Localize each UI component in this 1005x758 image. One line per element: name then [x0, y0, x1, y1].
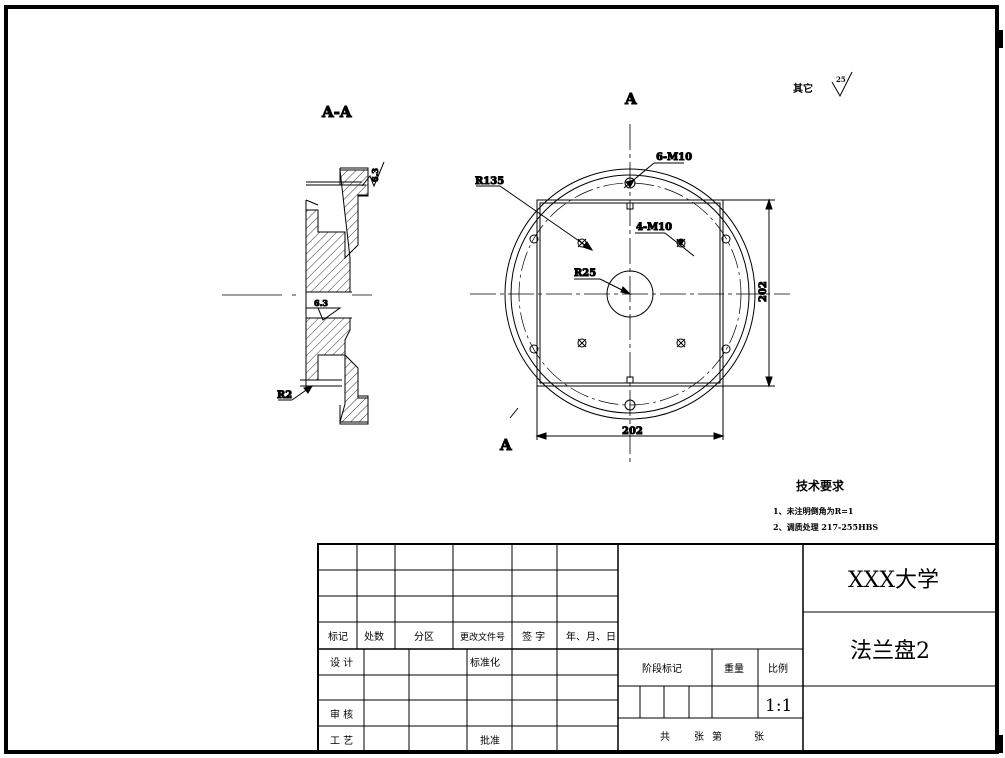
sheet-unit-2: 张	[754, 731, 764, 743]
four-m10-label: 4-M10	[636, 222, 672, 233]
approve-label: 批准	[480, 734, 500, 747]
ratio-label: 比例	[768, 662, 788, 675]
header-zone: 分区	[414, 631, 434, 643]
weight-label: 重量	[724, 662, 744, 675]
title-block-text: 标记 处数 分区 更改文件号 签 字 年、月、日 设 计 标准化 审 核 工 艺…	[328, 568, 939, 747]
r2-label: R2	[277, 390, 292, 401]
width-dimension: 202	[622, 426, 643, 437]
sheet-total-label: 共	[660, 731, 670, 743]
tech-line-1: 1、未注明倒角为R=1	[773, 506, 853, 516]
header-mark: 标记	[328, 631, 348, 643]
scale-value: 1:1	[765, 696, 792, 716]
header-sign: 签 字	[522, 630, 545, 643]
technical-requirements: 技术要求 1、未注明倒角为R=1 2、调质处理 217-255HBS	[773, 478, 878, 532]
tech-title: 技术要求	[796, 478, 845, 493]
roughness-other-label: 其它	[793, 82, 813, 95]
frame-mark-bottom	[997, 735, 1003, 753]
sheet-unit-1: 张	[694, 731, 704, 743]
front-view: A A R135	[470, 90, 790, 462]
header-date: 年、月、日	[566, 630, 616, 643]
view-label-top: A	[624, 90, 637, 108]
r135-label: R135	[475, 176, 504, 187]
height-dimension: 202	[758, 281, 769, 302]
sheet-index-label: 第	[712, 730, 722, 743]
r25-label: R25	[574, 268, 596, 279]
process-label: 工 艺	[330, 735, 353, 747]
review-label: 审 核	[330, 708, 353, 721]
title-block	[317, 543, 998, 753]
standardize-label: 标准化	[470, 656, 500, 669]
header-count: 处数	[364, 630, 384, 643]
roughness-6-3-top: 6.3	[370, 168, 380, 182]
roughness-other: 其它 25	[793, 71, 853, 98]
header-change-doc: 更改文件号	[460, 631, 505, 643]
section-view: A-A 6.3 6.3 R2	[222, 103, 385, 425]
six-m10-label: 6-M10	[656, 152, 692, 163]
roughness-other-value: 25	[836, 75, 846, 84]
stage-mark-label: 阶段标记	[642, 662, 682, 675]
frame-mark-top	[997, 30, 1003, 48]
view-label-bottom: A	[499, 436, 512, 454]
part-name: 法兰盘2	[850, 639, 930, 664]
section-label: A-A	[321, 103, 352, 121]
tech-line-2: 2、调质处理 217-255HBS	[773, 522, 878, 532]
roughness-6-3-bore: 6.3	[314, 298, 328, 308]
design-label: 设 计	[330, 656, 353, 669]
school-name: XXX大学	[848, 568, 939, 593]
